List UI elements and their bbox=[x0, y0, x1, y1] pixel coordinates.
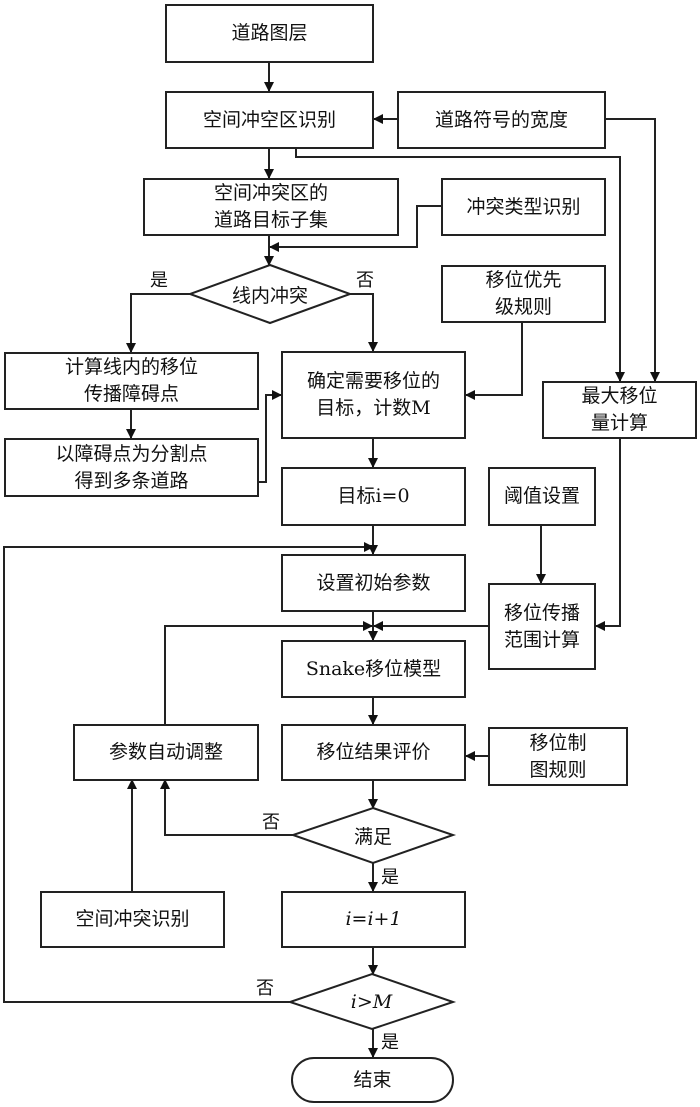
decision-satisfy-text: 满足 bbox=[293, 808, 453, 863]
node-text: i=i+1 bbox=[345, 908, 402, 930]
decision-text: i>M bbox=[350, 990, 393, 1013]
label-no-satisfy: 否 bbox=[262, 812, 280, 833]
node-calc-obstacle: 计算线内的移位 传播障碍点 bbox=[4, 352, 259, 410]
node-max-displacement: 最大移位 量计算 bbox=[542, 381, 697, 439]
label-no-inline: 否 bbox=[356, 270, 374, 291]
node-threshold: 阈值设置 bbox=[488, 467, 596, 526]
node-road-width: 道路符号的宽度 bbox=[397, 91, 606, 149]
node-text: 移位结果评价 bbox=[316, 741, 431, 763]
node-text: 阈值设置 bbox=[503, 485, 580, 507]
decision-text: 满足 bbox=[353, 826, 392, 848]
decision-compare-text: i>M bbox=[290, 974, 453, 1029]
node-determine-targets: 确定需要移位的 目标，计数M bbox=[281, 351, 466, 439]
arrow-split-to-determine bbox=[258, 390, 282, 483]
node-conflict-type: 冲突类型识别 bbox=[441, 178, 606, 236]
node-text: 最大移位 量计算 bbox=[581, 385, 658, 434]
node-snake-model: Snake移位模型 bbox=[281, 640, 466, 698]
node-text: 以障碍点为分割点 得到多条道路 bbox=[55, 442, 208, 492]
arrow-width-to-maxdisp bbox=[605, 118, 660, 382]
node-text: Snake移位模型 bbox=[305, 657, 442, 680]
label-no-compare: 否 bbox=[256, 978, 274, 999]
node-text: 空间冲突区的 道路目标子集 bbox=[213, 182, 328, 231]
node-split-roads: 以障碍点为分割点 得到多条道路 bbox=[4, 438, 259, 497]
node-increment: i=i+1 bbox=[281, 891, 466, 948]
arrow-identify-to-maxdisp bbox=[295, 148, 625, 382]
label-yes-satisfy: 是 bbox=[381, 867, 399, 888]
arrow-maxdisp-to-range bbox=[595, 438, 621, 631]
node-text: 参数自动调整 bbox=[108, 741, 223, 763]
arrow-yes-to-calc bbox=[126, 293, 190, 353]
node-evaluate: 移位结果评价 bbox=[281, 724, 466, 781]
arrow-adjust-to-merge bbox=[164, 621, 373, 724]
node-text: 计算线内的移位 传播障碍点 bbox=[64, 356, 198, 405]
node-road-subset: 空间冲突区的 道路目标子集 bbox=[143, 178, 399, 236]
node-text: 确定需要移位的 目标，计数M bbox=[306, 370, 440, 419]
node-text: 道路符号的宽度 bbox=[434, 108, 568, 131]
node-text: 道路图层 bbox=[231, 22, 308, 44]
node-carto-rules: 移位制 图规则 bbox=[488, 727, 628, 786]
label-yes-inline: 是 bbox=[150, 270, 168, 291]
node-space-identify: 空间冲空区识别 bbox=[165, 91, 374, 149]
arrow-no-to-adjust bbox=[160, 779, 293, 836]
node-init-params: 设置初始参数 bbox=[281, 554, 466, 612]
node-end: 结束 bbox=[291, 1057, 454, 1103]
node-text: 移位制 图规则 bbox=[529, 731, 587, 781]
decision-satisfy bbox=[289, 806, 457, 865]
decision-compare bbox=[286, 972, 457, 1031]
node-road-layer: 道路图层 bbox=[165, 4, 374, 63]
label-yes-compare: 是 bbox=[381, 1032, 399, 1053]
decision-text: 线内冲突 bbox=[231, 284, 308, 307]
node-text: 结束 bbox=[353, 1068, 392, 1091]
decision-inline-conflict bbox=[187, 263, 353, 325]
node-text: 空间冲突识别 bbox=[75, 908, 190, 930]
node-text: 冲突类型识别 bbox=[466, 195, 581, 218]
node-conflict-identify: 空间冲突识别 bbox=[40, 891, 225, 948]
node-propagation-range: 移位传播 范围计算 bbox=[488, 583, 596, 670]
node-text: 设置初始参数 bbox=[316, 571, 431, 594]
node-text: 空间冲空区识别 bbox=[202, 108, 336, 131]
node-text: 移位传播 范围计算 bbox=[503, 601, 580, 651]
arrow-no-to-determine bbox=[350, 293, 378, 352]
node-auto-adjust: 参数自动调整 bbox=[73, 724, 259, 781]
node-text: 移位优先 级规则 bbox=[485, 269, 562, 318]
arrow-type-to-subset-line bbox=[269, 205, 441, 252]
node-target-init: 目标i=0 bbox=[281, 467, 466, 526]
decision-inline-conflict-text: 线内冲突 bbox=[190, 265, 350, 323]
arrow-priority-to-determine bbox=[465, 322, 523, 400]
node-priority-rule: 移位优先 级规则 bbox=[441, 265, 606, 323]
node-text: 目标i=0 bbox=[337, 485, 410, 507]
arrow-loop-back bbox=[3, 542, 374, 1003]
